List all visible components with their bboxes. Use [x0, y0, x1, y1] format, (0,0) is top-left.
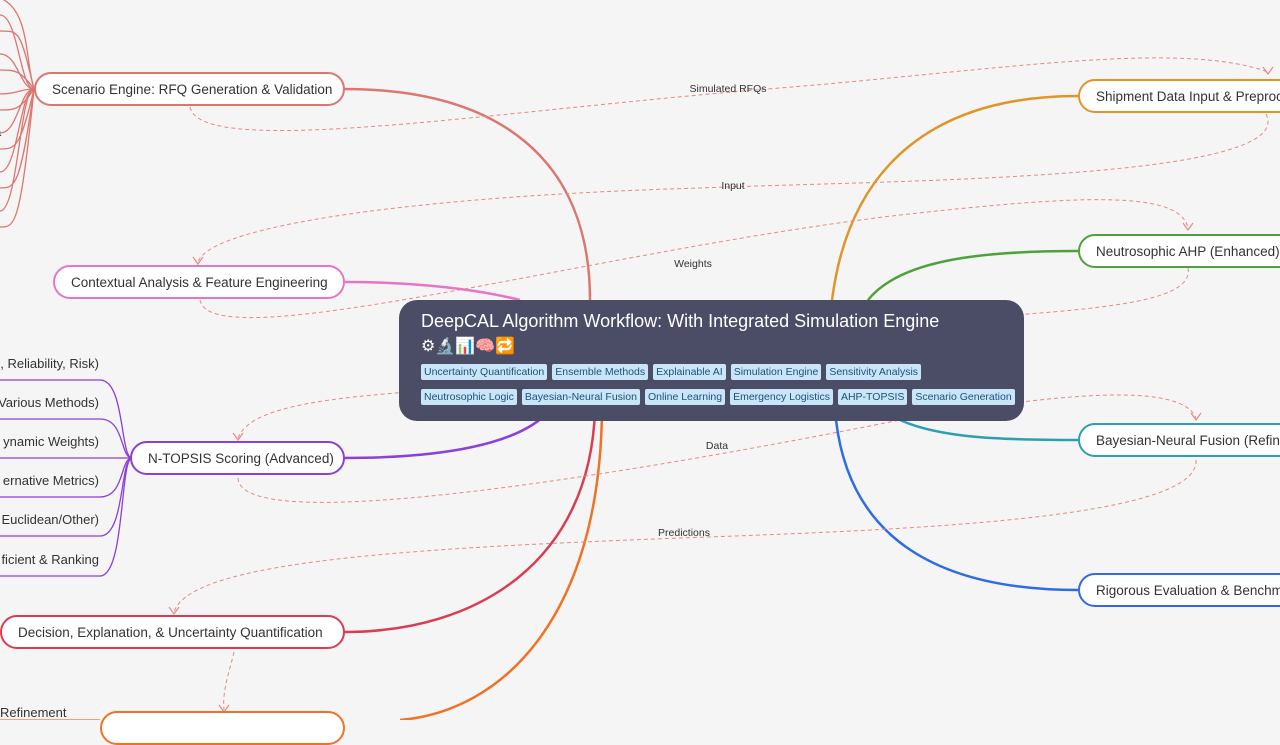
relation-decision-bottom — [223, 651, 235, 711]
tag-explainable-ai[interactable]: Explainable AI — [653, 364, 726, 380]
relation-predictions — [173, 459, 1197, 613]
tag-ahp-topsis[interactable]: AHP-TOPSIS — [837, 389, 908, 405]
branch-ahp — [867, 249, 1079, 301]
node-rigorous-evaluation[interactable]: Rigorous Evaluation & Benchm — [1078, 573, 1280, 607]
node-rigorous-evaluation-label: Rigorous Evaluation & Benchm — [1096, 582, 1280, 598]
root-tags-row-1: Uncertainty Quantification Ensemble Meth… — [421, 364, 1002, 380]
tag-ensemble-methods[interactable]: Ensemble Methods — [552, 364, 649, 380]
mindmap-connections — [0, 0, 1274, 720]
root-emoji-icons: ⚙🔬📊🧠🔁 — [421, 338, 516, 355]
branch-evaluation — [834, 419, 1079, 592]
tag-bayesian-neural-fusion[interactable]: Bayesian-Neural Fusion — [521, 389, 640, 405]
node-neutrosophic-ahp[interactable]: Neutrosophic AHP (Enhanced) — [1078, 234, 1280, 268]
node-scenario-engine[interactable]: Scenario Engine: RFQ Generation & Valida… — [34, 72, 345, 106]
tag-scenario-generation[interactable]: Scenario Generation — [912, 389, 1015, 405]
node-shipment-data-input-label: Shipment Data Input & Preproc — [1096, 88, 1280, 104]
node-decision-label: Decision, Explanation, & Uncertainty Qua… — [18, 624, 323, 640]
ntopsis-leaf-5[interactable]: Euclidean/Other) — [1, 512, 99, 527]
branch-bayesian — [899, 418, 1079, 442]
edge-label-weights: Weights — [674, 258, 712, 270]
edge-label-data: Data — [705, 440, 729, 452]
ntopsis-leaf-1[interactable]: , Reliability, Risk) — [0, 356, 99, 371]
scenario-leaf-6[interactable]: s — [0, 202, 1, 217]
node-neutrosophic-ahp-label: Neutrosophic AHP (Enhanced) — [1096, 243, 1280, 259]
node-decision[interactable]: Decision, Explanation, & Uncertainty Qua… — [0, 615, 345, 649]
branch-ntopsis — [343, 409, 551, 460]
node-bayesian-neural-fusion-label: Bayesian-Neural Fusion (Refine — [1096, 432, 1280, 448]
tag-online-learning[interactable]: Online Learning — [644, 389, 726, 405]
root-node[interactable]: DeepCAL Algorithm Workflow: With Integra… — [399, 300, 1024, 421]
scenario-leaf-3[interactable]: s — [0, 85, 1, 100]
relation-weights — [199, 199, 1189, 319]
node-bottom-cut[interactable] — [100, 711, 345, 745]
branch-bottom — [399, 409, 604, 720]
relation-data — [237, 267, 1189, 439]
node-ntopsis-scoring-label: N-TOPSIS Scoring (Advanced) — [148, 450, 334, 466]
ntopsis-leaf-4[interactable]: ernative Metrics) — [2, 473, 99, 488]
relation-input — [197, 113, 1269, 263]
bottom-leaf-refinement[interactable]: Refinement — [0, 705, 67, 720]
tag-uncertainty-quantification[interactable]: Uncertainty Quantification — [421, 364, 548, 380]
tag-simulation-engine[interactable]: Simulation Engine — [730, 364, 822, 380]
node-contextual-analysis[interactable]: Contextual Analysis & Feature Engineerin… — [53, 265, 345, 299]
relation-simulated-rfqs — [189, 57, 1269, 131]
scenario-leaf-4[interactable]: a — [0, 124, 1, 139]
root-title: DeepCAL Algorithm Workflow: With Integra… — [421, 311, 940, 331]
node-contextual-analysis-label: Contextual Analysis & Feature Engineerin… — [71, 274, 328, 290]
node-scenario-engine-label: Scenario Engine: RFQ Generation & Valida… — [52, 81, 333, 97]
edge-label-input: Input — [721, 180, 745, 192]
branch-scenario — [343, 87, 592, 301]
node-bayesian-neural-fusion[interactable]: Bayesian-Neural Fusion (Refine — [1078, 423, 1280, 457]
edge-label-predictions: Predictions — [658, 527, 710, 539]
branch-decision — [343, 409, 597, 634]
ntopsis-leaf-3[interactable]: ynamic Weights) — [3, 434, 99, 449]
relation-data2 — [237, 394, 1197, 503]
node-ntopsis-scoring[interactable]: N-TOPSIS Scoring (Advanced) — [130, 441, 345, 475]
edge-label-simulated-rfqs: Simulated RFQs — [689, 83, 767, 95]
branch-contextual — [343, 280, 521, 302]
tag-sensitivity-analysis[interactable]: Sensitivity Analysis — [826, 364, 922, 380]
ntopsis-leaf-6[interactable]: ficient & Ranking — [1, 552, 99, 567]
tag-emergency-logistics[interactable]: Emergency Logistics — [730, 389, 833, 405]
ntopsis-leaf-2[interactable]: Various Methods) — [0, 395, 99, 410]
root-tags-row-2: Neutrosophic Logic Bayesian-Neural Fusio… — [421, 389, 1015, 405]
tag-neutrosophic-logic[interactable]: Neutrosophic Logic — [421, 389, 517, 405]
branch-shipment — [830, 94, 1079, 301]
node-shipment-data-input[interactable]: Shipment Data Input & Preproc — [1078, 79, 1280, 113]
